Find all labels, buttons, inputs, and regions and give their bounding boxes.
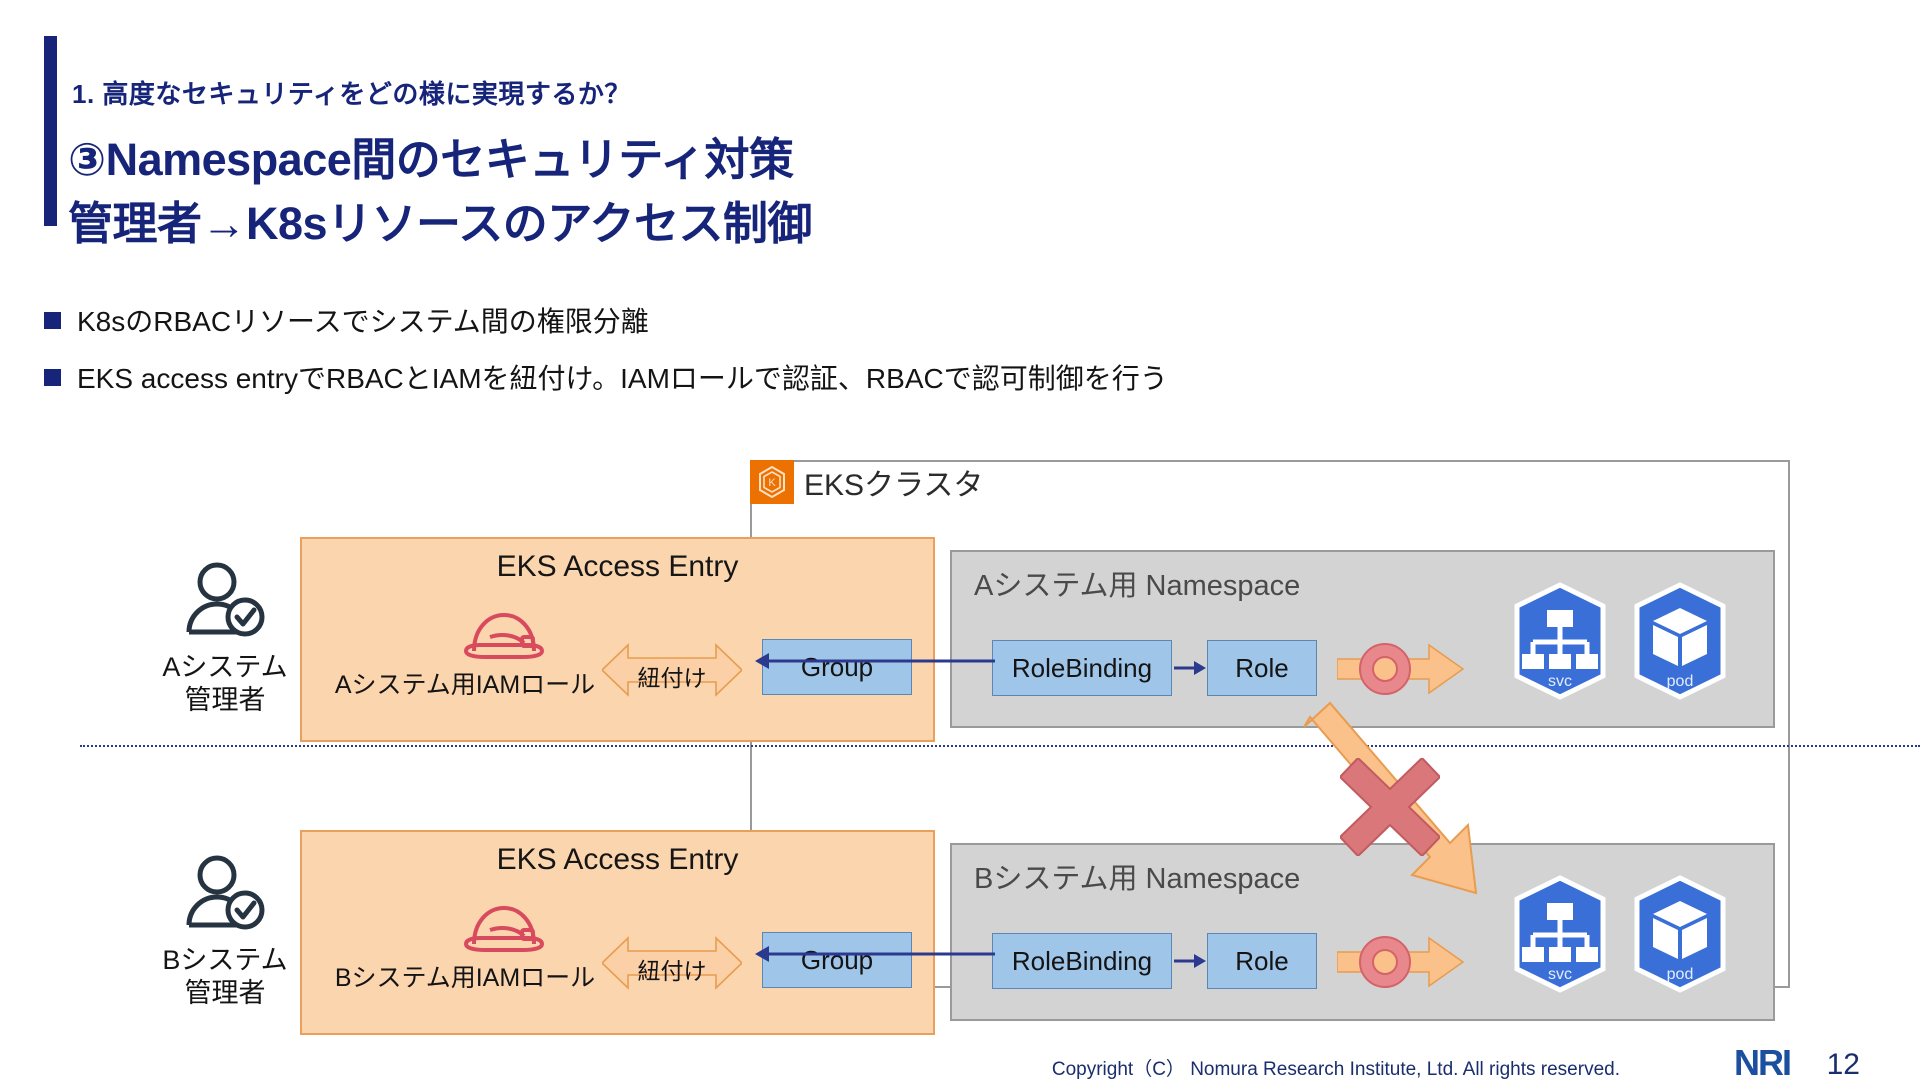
copyright-text: Copyright（C） Nomura Research Institute, … xyxy=(1051,1059,1620,1080)
eks-access-entry-a: EKS Access Entry Aシステム用IAMロール 紐付け Group xyxy=(300,537,935,742)
admin-a: Aシステム 管理者 xyxy=(150,560,300,717)
bullet-item: K8sのRBACリソースでシステム間の権限分離 xyxy=(44,300,649,340)
group-box: Group xyxy=(762,639,912,695)
k8s-svc-icon: svc xyxy=(1507,582,1613,705)
admin-label-line-1: Bシステム xyxy=(162,945,288,975)
admin-label-line-2: 管理者 xyxy=(184,977,266,1008)
access-entry-title: EKS Access Entry xyxy=(496,550,739,583)
bullet-item: EKS access entryでRBACとIAMを紐付け。IAMロールで認証、… xyxy=(44,357,1168,397)
svg-text:K: K xyxy=(768,477,776,489)
admin-b: Bシステム 管理者 xyxy=(150,853,300,1010)
title-accent-bar xyxy=(44,36,57,226)
bullet-text: K8sのRBACリソースでシステム間の権限分離 xyxy=(77,306,649,337)
eks-cluster-header: K EKSクラスタ xyxy=(750,460,983,504)
square-bullet-icon xyxy=(44,311,61,329)
link-label: 紐付け xyxy=(637,665,707,691)
hard-hat-icon xyxy=(462,898,546,959)
namespace-title: Bシステム用 Namespace xyxy=(974,863,1301,895)
slide-eyebrow: 1. 高度なセキュリティをどの様に実現するか？ xyxy=(72,79,631,109)
nri-logo: NRI xyxy=(1734,1042,1792,1083)
arrow-rolebinding-to-role-icon xyxy=(1174,660,1206,681)
arrow-rolebinding-to-role-icon xyxy=(1174,953,1206,974)
user-verified-icon xyxy=(179,855,271,941)
page-title-line-2: 管理者→K8sリソースのアクセス制御 xyxy=(68,198,813,249)
namespace-a: Aシステム用 Namespace RoleBinding Role xyxy=(950,550,1775,728)
namespace-title: Aシステム用 Namespace xyxy=(974,570,1301,602)
permission-allowed-icon xyxy=(1336,637,1467,706)
arrow-rolebinding-to-group-icon xyxy=(755,945,995,968)
admin-label-line-2: 管理者 xyxy=(184,684,266,715)
namespace-b: Bシステム用 Namespace RoleBinding Role xyxy=(950,843,1775,1021)
admin-label-line-1: Aシステム xyxy=(162,652,288,682)
user-verified-icon xyxy=(179,562,271,648)
k8s-pod-label: pod xyxy=(1667,673,1694,690)
k8s-resource-icons: svc pod xyxy=(1507,582,1733,705)
eks-access-entry-b: EKS Access Entry Bシステム用IAMロール 紐付け Group xyxy=(300,830,935,1035)
access-entry-title: EKS Access Entry xyxy=(496,843,739,876)
slide-footer: Copyright（C） Nomura Research Institute, … xyxy=(0,1034,1920,1083)
architecture-diagram: K EKSクラスタ Aシステム 管理者 EKS Access Entry xyxy=(0,440,1920,1035)
cross-block-icon xyxy=(1338,756,1442,861)
k8s-pod-icon: pod xyxy=(1627,875,1733,998)
slide-header: 1. 高度なセキュリティをどの様に実現するか？ ③Namespace間のセキュリ… xyxy=(44,36,1344,249)
eks-cluster-label: EKSクラスタ xyxy=(804,469,984,502)
k8s-pod-label: pod xyxy=(1667,966,1694,983)
bullet-text: EKS access entryでRBACとIAMを紐付け。IAMロールで認証、… xyxy=(77,363,1168,394)
link-label: 紐付け xyxy=(637,958,707,984)
square-bullet-icon xyxy=(44,368,61,386)
iam-role-label: Aシステム用IAMロール xyxy=(334,671,596,699)
k8s-resource-icons: svc pod xyxy=(1507,875,1733,998)
page-title-line-1: ③Namespace間のセキュリティ対策 xyxy=(68,134,794,185)
group-box: Group xyxy=(762,932,912,988)
role-box: Role xyxy=(1207,640,1317,696)
role-box: Role xyxy=(1207,933,1317,989)
hard-hat-icon xyxy=(462,605,546,666)
rolebinding-box: RoleBinding xyxy=(992,933,1172,989)
k8s-svc-icon: svc xyxy=(1507,875,1613,998)
eks-cluster-icon: K xyxy=(750,460,794,504)
row-separator xyxy=(80,745,1920,747)
k8s-pod-icon: pod xyxy=(1627,582,1733,705)
rolebinding-box: RoleBinding xyxy=(992,640,1172,696)
iam-role-label: Bシステム用IAMロール xyxy=(334,964,596,992)
arrow-rolebinding-to-group-icon xyxy=(755,652,995,675)
k8s-svc-label: svc xyxy=(1548,966,1572,983)
permission-allowed-icon xyxy=(1336,930,1467,999)
page-number: 12 xyxy=(1826,1048,1860,1081)
k8s-svc-label: svc xyxy=(1548,673,1572,690)
